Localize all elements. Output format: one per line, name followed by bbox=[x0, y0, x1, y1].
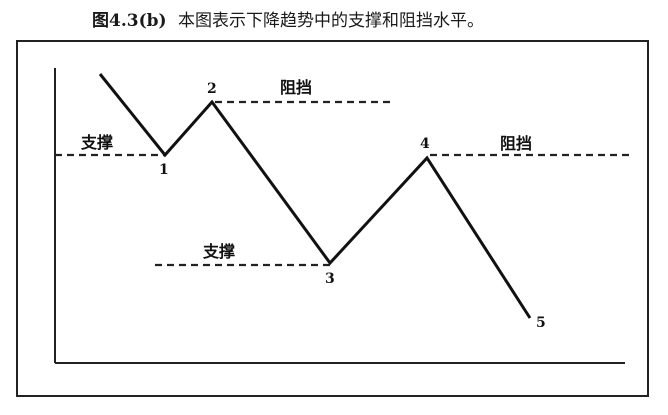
resistance-label-1: 阻挡 bbox=[280, 78, 312, 97]
price-path bbox=[98, 73, 532, 319]
figure-number: 图4.3(b) bbox=[92, 11, 167, 31]
support-label-2: 支撑 bbox=[202, 242, 235, 261]
resistance-label-2: 阻挡 bbox=[500, 134, 532, 153]
caption-text: 本图表示下降趋势中的支撑和阻挡水平。 bbox=[178, 11, 484, 31]
figure-caption: 图4.3(b) 本图表示下降趋势中的支撑和阻挡水平。 bbox=[0, 6, 668, 36]
point-label-2: 2 bbox=[207, 81, 217, 97]
point-label-5: 5 bbox=[536, 315, 546, 331]
support-label-1: 支撑 bbox=[80, 133, 113, 152]
point-label-1: 1 bbox=[159, 162, 169, 178]
point-label-4: 4 bbox=[420, 136, 430, 152]
diagram-frame bbox=[16, 40, 649, 397]
point-label-3: 3 bbox=[325, 271, 335, 287]
